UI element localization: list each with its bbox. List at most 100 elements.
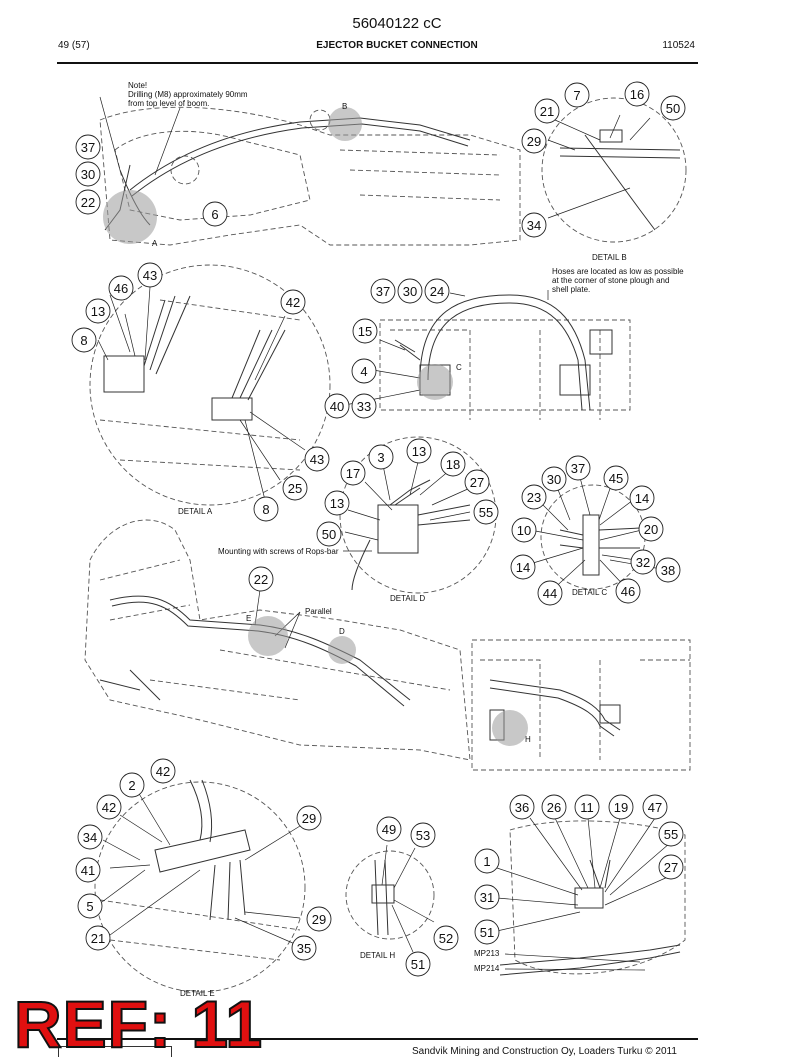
callout-circle	[410, 822, 436, 848]
spot-letter-b: B	[342, 102, 347, 111]
callout-number: 13	[91, 304, 105, 319]
callout-number: 6	[211, 207, 218, 222]
detail-a	[89, 264, 331, 506]
callout-5: 5	[77, 893, 103, 919]
callout-43: 43	[137, 262, 163, 288]
callout-number: 3	[377, 450, 384, 465]
callout-number: 43	[143, 268, 157, 283]
callout-42: 42	[150, 758, 176, 784]
callout-circle	[534, 98, 560, 124]
callout-32: 32	[630, 549, 656, 575]
callout-circle	[340, 460, 366, 486]
callout-circle	[473, 499, 499, 525]
callout-14: 14	[510, 554, 536, 580]
callout-number: 35	[297, 941, 311, 956]
callout-number: 45	[609, 471, 623, 486]
callout-30: 30	[397, 278, 423, 304]
callout-circle	[370, 278, 396, 304]
callout-circle	[564, 82, 590, 108]
callout-number: 2	[128, 778, 135, 793]
callout-22: 22	[75, 189, 101, 215]
callout-number: 55	[479, 505, 493, 520]
callout-circle	[615, 578, 641, 604]
callout-8: 8	[71, 327, 97, 353]
page-title: EJECTOR BUCKET CONNECTION	[316, 40, 478, 51]
callout-number: 33	[357, 399, 371, 414]
callout-29: 29	[306, 906, 332, 932]
callout-21: 21	[534, 98, 560, 124]
callout-15: 15	[352, 318, 378, 344]
callout-circle	[642, 794, 668, 820]
callout-circle	[368, 444, 394, 470]
callout-number: 26	[547, 800, 561, 815]
callout-circle	[119, 772, 145, 798]
callout-13: 13	[406, 438, 432, 464]
callout-circle	[521, 484, 547, 510]
callout-number: 11	[580, 800, 594, 815]
callout-20: 20	[638, 516, 664, 542]
callout-29: 29	[521, 128, 547, 154]
machine-overview	[84, 519, 471, 761]
note-mounting: Mounting with screws of Rops-bar	[218, 547, 339, 556]
callout-circle	[351, 393, 377, 419]
callout-number: 20	[644, 522, 658, 537]
callout-circle	[537, 580, 563, 606]
callout-51: 51	[405, 951, 431, 977]
callout-circle	[77, 824, 103, 850]
callout-37: 37	[75, 134, 101, 160]
callout-37: 37	[565, 455, 591, 481]
callout-13: 13	[85, 298, 111, 324]
callout-circle	[85, 298, 111, 324]
callout-number: 21	[540, 104, 554, 119]
callout-number: 5	[86, 899, 93, 914]
callout-33: 33	[351, 393, 377, 419]
callout-25: 25	[282, 475, 308, 501]
note-drilling-3: from top level of boom.	[128, 99, 209, 108]
callout-number: 37	[81, 140, 95, 155]
spot-letter-c: C	[456, 363, 462, 372]
callout-50: 50	[660, 95, 686, 121]
callout-circle	[96, 794, 122, 820]
callout-number: 55	[664, 827, 678, 842]
callout-number: 42	[102, 800, 116, 815]
callout-45: 45	[603, 465, 629, 491]
callout-number: 22	[81, 195, 95, 210]
callout-circle	[150, 758, 176, 784]
ref-overlay: REF: 11	[13, 986, 264, 1062]
callout-number: 25	[288, 481, 302, 496]
note-drilling-2: Drilling (M8) approximately 90mm	[128, 90, 248, 99]
callout-circle	[509, 794, 535, 820]
callout-41: 41	[75, 857, 101, 883]
note-drilling-1: Note!	[128, 81, 147, 90]
callout-49: 49	[376, 816, 402, 842]
callout-number: 51	[411, 957, 425, 972]
callout-circle	[376, 816, 402, 842]
callout-circle	[291, 935, 317, 961]
callout-number: 23	[527, 490, 541, 505]
callout-number: 4	[360, 364, 367, 379]
spot-letter-h: H	[525, 735, 531, 744]
callout-circle	[406, 438, 432, 464]
callout-circle	[75, 857, 101, 883]
detail-e-label: DETAIL E	[180, 989, 215, 998]
callout-22: 22	[248, 566, 274, 592]
label-mp213: MP213	[474, 949, 500, 958]
callout-number: 16	[630, 87, 644, 102]
spot-letter-d: D	[339, 627, 345, 636]
callout-10: 10	[511, 517, 537, 543]
callout-7: 7	[564, 82, 590, 108]
callout-11: 11	[574, 794, 600, 820]
callout-27: 27	[658, 854, 684, 880]
callout-number: 30	[547, 472, 561, 487]
callout-circle	[352, 318, 378, 344]
callout-4: 4	[351, 358, 377, 384]
callout-number: 34	[83, 830, 97, 845]
callout-number: 50	[322, 527, 336, 542]
callout-circle	[351, 358, 377, 384]
callout-number: 32	[636, 555, 650, 570]
sandvik-logo	[58, 1046, 172, 1057]
callout-number: 49	[382, 822, 396, 837]
callout-number: 18	[446, 457, 460, 472]
callout-52: 52	[433, 925, 459, 951]
